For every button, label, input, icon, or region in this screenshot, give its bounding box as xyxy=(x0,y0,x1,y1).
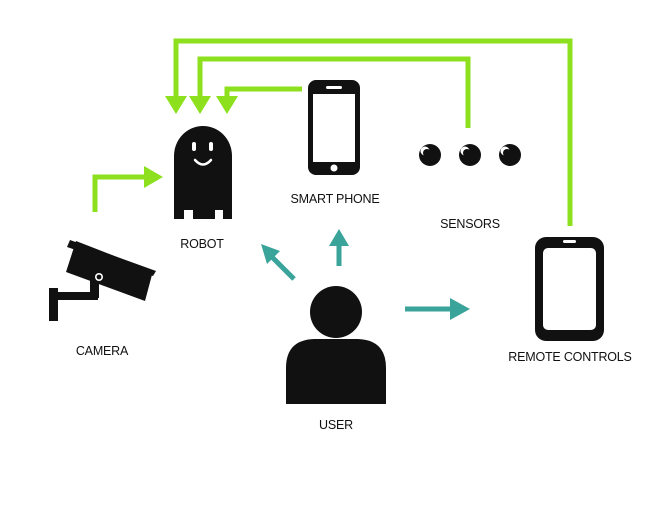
smartphone-icon xyxy=(308,80,360,175)
tablet-icon xyxy=(535,237,604,341)
arrowhead-sensors-to-robot xyxy=(189,96,211,114)
arrowhead-user-to-robot xyxy=(261,244,280,264)
camera-label: CAMERA xyxy=(76,344,129,358)
connection-camera-to-robot xyxy=(92,174,147,212)
user-label: USER xyxy=(319,418,353,432)
sensors-label: SENSORS xyxy=(440,217,500,231)
node-user: USER xyxy=(286,286,386,432)
connection-remote-controls-to-robot xyxy=(173,38,573,226)
remote-controls-label: REMOTE CONTROLS xyxy=(508,350,631,364)
arrowhead-remote-to-robot xyxy=(165,96,187,114)
security-camera-icon xyxy=(49,240,156,321)
arrowhead-user-to-smartphone xyxy=(329,229,349,246)
robot-icon xyxy=(174,126,232,219)
node-camera: CAMERA xyxy=(49,240,156,358)
connection-smartphone-to-robot xyxy=(224,86,302,98)
node-sensors: SENSORS xyxy=(419,144,521,231)
robot-label: ROBOT xyxy=(180,237,224,251)
arrowhead-camera-to-robot xyxy=(144,166,163,188)
teal-connections xyxy=(261,229,470,320)
connection-sensors-to-robot xyxy=(197,56,471,128)
connection-user-to-robot xyxy=(270,255,296,281)
sensor-icon xyxy=(459,144,481,166)
arrowhead-smartphone-to-robot xyxy=(216,96,238,114)
smart-phone-label: SMART PHONE xyxy=(290,192,379,206)
sensor-icon xyxy=(419,144,441,166)
node-remote-controls: REMOTE CONTROLS xyxy=(508,237,632,364)
sensor-icon xyxy=(499,144,521,166)
user-icon xyxy=(286,286,386,404)
robot-smile xyxy=(193,158,213,166)
arrowhead-user-to-remote xyxy=(450,298,470,320)
node-robot: ROBOT xyxy=(174,126,232,251)
robot-eye-right xyxy=(209,142,213,151)
node-smart-phone: SMART PHONE xyxy=(290,80,380,206)
green-connections xyxy=(92,38,573,226)
robot-eye-left xyxy=(192,142,196,151)
